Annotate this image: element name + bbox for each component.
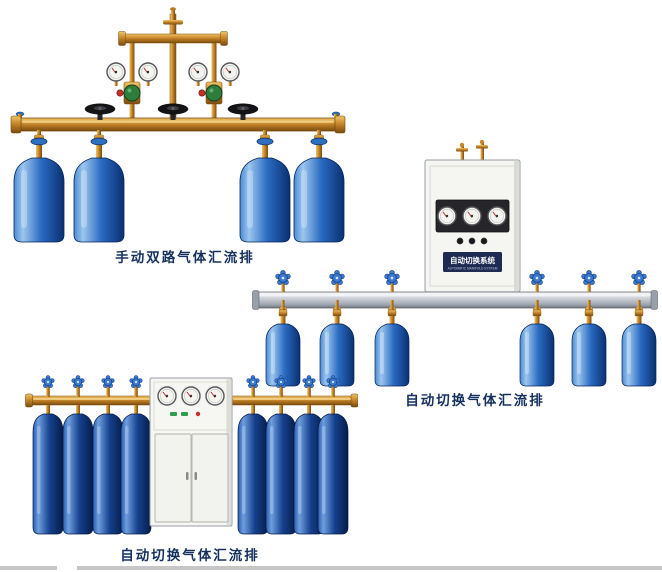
indicator-light xyxy=(195,411,201,417)
gas-cylinder xyxy=(62,404,94,535)
handwheel-icon xyxy=(227,103,259,120)
gauge-icon xyxy=(181,386,201,406)
cabinet-title: 自动切换系统 xyxy=(450,255,495,265)
product-manual-dual-manifold xyxy=(8,4,348,256)
blue-handwheel-icon xyxy=(329,269,345,286)
control-knob xyxy=(468,237,476,245)
gauge-icon xyxy=(138,62,158,82)
gauge-icon xyxy=(437,206,457,226)
gas-cylinder xyxy=(317,404,349,535)
gas-cylinder xyxy=(120,404,152,535)
manifold-pipe xyxy=(25,393,358,408)
cabinet-door xyxy=(154,433,192,523)
door-handle xyxy=(186,472,189,480)
control-cabinet: 自动切换系统 AUTOMATIC MANIFOLD SYSTEM xyxy=(424,159,521,293)
bottom-rule-left xyxy=(0,566,57,570)
manifold-rail xyxy=(252,290,658,310)
gauge-icon xyxy=(462,206,482,226)
gauge-icon xyxy=(106,62,126,82)
gauge-icon xyxy=(220,62,240,82)
blue-handwheel-icon xyxy=(581,269,597,286)
control-knob xyxy=(480,237,488,245)
gauge-icon xyxy=(157,386,177,406)
gas-cylinder xyxy=(73,129,125,243)
cabinet-name-plate xyxy=(443,252,502,272)
gas-cylinder xyxy=(571,299,607,387)
gas-cylinder xyxy=(621,299,657,387)
cabinet-subtitle: AUTOMATIC MANIFOLD SYSTEM xyxy=(448,267,498,271)
product-caption: 自动切换气体汇流排 xyxy=(405,393,545,408)
product-auto-switch-floor-manifold xyxy=(22,372,358,544)
blue-handwheel-icon xyxy=(129,375,143,389)
cabinet-door xyxy=(191,433,229,523)
handwheel-icon xyxy=(84,103,116,120)
product-caption: 自动切换气体汇流排 xyxy=(120,548,260,563)
blue-handwheel-icon xyxy=(275,269,291,286)
gauge-icon xyxy=(205,386,225,406)
gas-cylinder xyxy=(32,404,64,535)
blue-handwheel-icon xyxy=(302,375,316,389)
indicator-button xyxy=(181,412,188,416)
handwheel-icon xyxy=(157,103,189,120)
blue-handwheel-icon xyxy=(246,375,260,389)
blue-handwheel-icon xyxy=(631,269,647,286)
door-handle xyxy=(194,472,197,480)
pressure-gauges xyxy=(106,62,240,86)
indicator-button xyxy=(170,412,177,416)
bottom-rule-right xyxy=(77,566,662,570)
auto-wall-manifold-illustration: 自动切换系统 AUTOMATIC MANIFOLD SYSTEM xyxy=(252,140,658,387)
gauge-icon xyxy=(188,62,208,82)
gas-cylinder xyxy=(92,404,124,535)
gas-cylinder xyxy=(13,129,65,243)
gas-cylinder xyxy=(265,404,297,535)
riser-valves xyxy=(41,375,340,397)
outlet-riser-pipe xyxy=(163,7,183,123)
blue-handwheel-icon xyxy=(41,375,55,389)
pressure-regulator-left xyxy=(116,81,141,105)
gauge-icon xyxy=(487,206,507,226)
blue-handwheel-icon xyxy=(326,375,340,389)
gas-cylinder xyxy=(237,404,269,535)
cabinet-top-fittings xyxy=(456,140,488,160)
blue-handwheel-icon xyxy=(101,375,115,389)
gas-cylinder xyxy=(519,299,555,387)
blue-handwheel-icon xyxy=(384,269,400,286)
blue-handwheel-icon xyxy=(529,269,545,286)
blue-handwheel-icon xyxy=(274,375,288,389)
auto-floor-manifold-illustration xyxy=(25,375,358,535)
control-cabinet xyxy=(149,377,233,527)
control-knob xyxy=(456,237,464,245)
product-caption: 手动双路气体汇流排 xyxy=(115,250,255,265)
blue-handwheel-icon xyxy=(71,375,85,389)
product-auto-switch-wall-manifold: 自动切换系统 AUTOMATIC MANIFOLD SYSTEM xyxy=(250,140,660,392)
black-handwheel-valves xyxy=(84,103,259,120)
main-manifold-pipe xyxy=(10,111,346,134)
pressure-regulator-right xyxy=(198,81,223,105)
manual-manifold-illustration xyxy=(10,7,346,243)
gas-cylinder xyxy=(374,299,410,387)
